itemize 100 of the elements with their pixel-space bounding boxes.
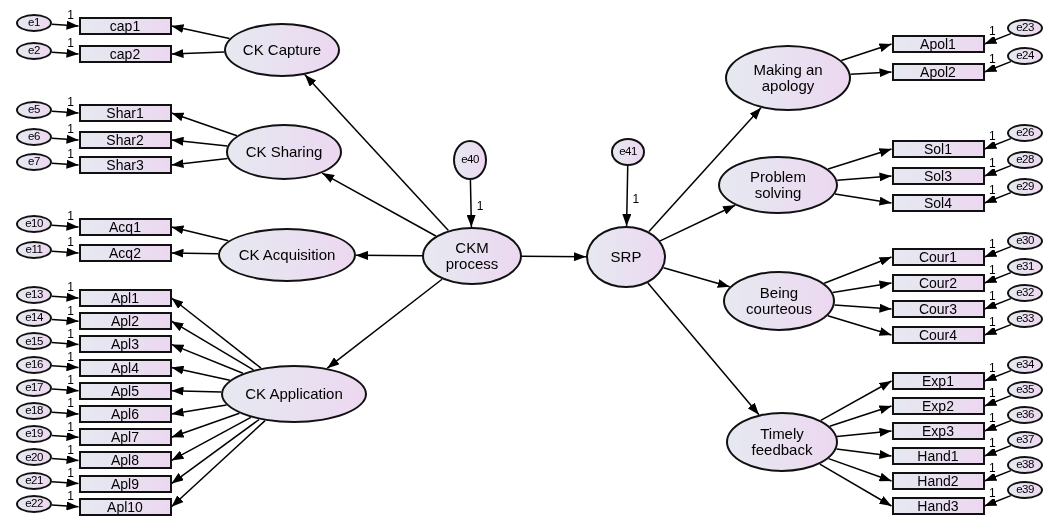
edge-label: 1 xyxy=(631,193,641,205)
observed-variable-box: Apol1 xyxy=(891,35,985,53)
edge-label: 1 xyxy=(66,327,75,340)
error-term-ellipse: e19 xyxy=(16,425,52,444)
edge-label: 1 xyxy=(66,123,75,136)
observed-variable-box: Apl1 xyxy=(78,289,172,307)
observed-variable-box: Apl6 xyxy=(78,405,172,423)
error-term-ellipse: e36 xyxy=(1007,406,1043,424)
error-term-ellipse: e28 xyxy=(1007,151,1043,169)
latent-variable-ellipse: SRP xyxy=(586,226,666,288)
edge-label: 1 xyxy=(66,351,75,364)
error-term-ellipse: e35 xyxy=(1007,381,1043,399)
arrow xyxy=(835,448,893,459)
edge-label: 1 xyxy=(66,148,75,161)
arrow xyxy=(170,365,231,381)
arrow xyxy=(51,159,80,169)
arrow xyxy=(51,431,80,441)
observed-variable-box: Exp3 xyxy=(891,422,985,440)
edge-label: 1 xyxy=(988,183,997,196)
arrow xyxy=(170,412,241,438)
edge-label: 1 xyxy=(66,304,75,317)
arrow xyxy=(51,107,80,117)
arrow xyxy=(819,463,893,507)
error-term-ellipse: e34 xyxy=(1007,356,1043,374)
latent-variable-ellipse: Being courteous xyxy=(723,271,835,331)
arrow xyxy=(51,134,80,144)
observed-variable-box: Apl10 xyxy=(78,497,172,516)
arrow xyxy=(170,225,230,242)
observed-variable-box: Shar1 xyxy=(78,104,172,122)
edge-label: 1 xyxy=(988,386,997,399)
edge-label: 1 xyxy=(66,9,75,22)
arrow xyxy=(659,204,736,242)
error-term-ellipse: e13 xyxy=(16,286,52,304)
edge-label: 1 xyxy=(66,210,75,223)
observed-variable-box: Exp1 xyxy=(891,372,985,390)
observed-variable-box: Cour2 xyxy=(891,274,985,292)
observed-variable-box: Apl7 xyxy=(78,428,172,447)
observed-variable-box: Sol4 xyxy=(891,194,985,212)
arrow xyxy=(833,303,893,313)
error-term-ellipse: e24 xyxy=(1007,47,1043,65)
arrow xyxy=(827,457,893,482)
edge-label: 1 xyxy=(66,397,75,410)
observed-variable-box: Apl8 xyxy=(78,451,172,470)
arrow xyxy=(983,469,1012,482)
edge-label: 1 xyxy=(66,490,75,503)
error-term-ellipse: e16 xyxy=(16,355,52,374)
arrow xyxy=(170,320,255,371)
error-term-ellipse: e21 xyxy=(16,471,52,490)
error-term-ellipse: e17 xyxy=(16,378,52,397)
latent-variable-ellipse: CK Sharing xyxy=(226,124,342,180)
observed-variable-box: Apl5 xyxy=(78,381,172,400)
arrow xyxy=(834,193,893,206)
edge-label: 1 xyxy=(66,443,75,456)
latent-variable-ellipse: Timely feedback xyxy=(726,412,838,472)
edge-label: 1 xyxy=(66,420,75,433)
edge-label: 1 xyxy=(66,37,75,50)
arrow xyxy=(820,380,893,422)
edge-label: 1 xyxy=(988,289,997,302)
error-term-ellipse: e10 xyxy=(16,215,52,233)
edge-label: 1 xyxy=(988,52,997,65)
error-term-ellipse: e31 xyxy=(1007,258,1043,276)
arrow xyxy=(836,427,893,438)
arrow xyxy=(983,323,1012,336)
error-term-ellipse: e33 xyxy=(1007,310,1043,328)
observed-variable-box: Cour1 xyxy=(891,248,985,266)
observed-variable-box: cap2 xyxy=(78,45,172,63)
observed-variable-box: Apl2 xyxy=(78,312,172,331)
arrow xyxy=(983,191,1012,204)
edge-label: 1 xyxy=(475,199,485,212)
error-term-ellipse: e14 xyxy=(16,309,52,328)
arrow xyxy=(170,343,244,375)
edge-label: 1 xyxy=(66,96,75,109)
error-term-ellipse: e6 xyxy=(16,128,52,146)
arrow xyxy=(849,68,893,78)
edge-label: 1 xyxy=(988,461,997,474)
observed-variable-box: Shar2 xyxy=(78,131,172,149)
error-term-ellipse: e22 xyxy=(16,494,52,513)
error-term-ellipse: e30 xyxy=(1007,232,1043,250)
arrow xyxy=(321,172,437,237)
observed-variable-box: Hand3 xyxy=(891,497,985,515)
edge-label: 1 xyxy=(988,263,997,276)
observed-variable-box: Exp2 xyxy=(891,397,985,415)
arrow xyxy=(51,292,80,302)
edge-label: 1 xyxy=(66,281,75,294)
edge-label: 1 xyxy=(988,411,997,424)
arrow xyxy=(51,385,80,395)
arrow xyxy=(466,179,476,228)
arrow xyxy=(51,478,80,488)
arrow xyxy=(51,247,80,257)
observed-variable-box: Acq2 xyxy=(78,244,172,262)
arrow xyxy=(170,112,238,137)
error-term-ellipse: e5 xyxy=(16,101,52,119)
arrow xyxy=(983,245,1012,258)
observed-variable-box: Hand2 xyxy=(891,472,985,490)
observed-variable-box: Cour3 xyxy=(891,300,985,318)
edge-label: 1 xyxy=(988,237,997,250)
error-term-ellipse: e39 xyxy=(1007,481,1043,499)
error-term-ellipse: e2 xyxy=(16,42,52,60)
arrow xyxy=(51,20,80,30)
edge-label: 1 xyxy=(988,24,997,37)
